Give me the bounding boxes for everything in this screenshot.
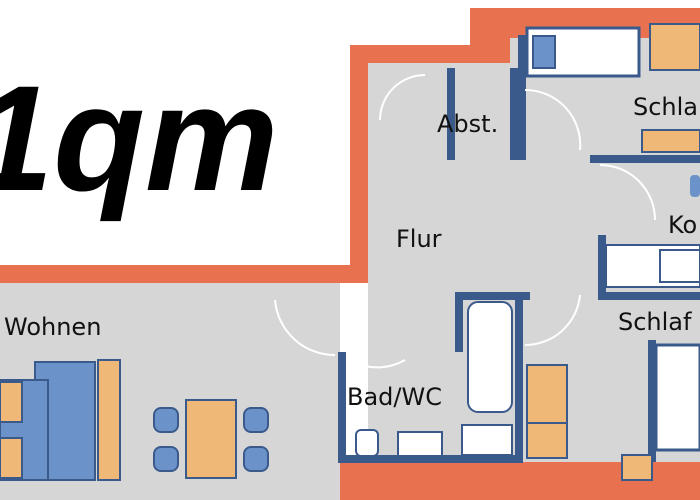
doors [274, 74, 656, 369]
bed-2 [654, 343, 700, 452]
door-abstellraum [379, 74, 426, 121]
dining-table [185, 399, 237, 479]
wardrobe-1 [649, 23, 700, 71]
door-wohnen [274, 299, 336, 357]
shelf [97, 359, 121, 481]
hall-cabinet-lower [526, 422, 568, 459]
door-kueche [599, 164, 656, 221]
room-label-schlafzimmer-1: Schla [633, 93, 698, 121]
area-label: 1qm [0, 54, 278, 222]
stove [659, 249, 700, 283]
door-schlafzimmer-2 [524, 294, 581, 347]
room-label-bad-wc: Bad/WC [347, 383, 442, 411]
room-label-abstellraum: Abst. [437, 110, 498, 138]
hall-cabinet-upper [526, 364, 568, 424]
kitchen-chair [690, 175, 700, 197]
room-label-flur: Flur [396, 225, 442, 253]
door-schlafzimmer-1 [524, 88, 582, 151]
toilet [355, 429, 379, 457]
bed-1 [525, 26, 641, 78]
room-label-wohnen: Wohnen [4, 313, 101, 341]
desk-1 [641, 129, 700, 153]
room-label-kueche: Ko [668, 211, 697, 239]
bathtub [467, 301, 513, 413]
room-label-schlafzimmer-2: Schlaf [618, 308, 692, 336]
bath-cabinet [461, 424, 513, 456]
door-bad [349, 359, 406, 369]
dining-chairs [153, 407, 269, 472]
sofa [0, 361, 96, 481]
washbasin [397, 431, 443, 457]
inner-walls [338, 35, 700, 463]
nightstand [621, 454, 653, 481]
